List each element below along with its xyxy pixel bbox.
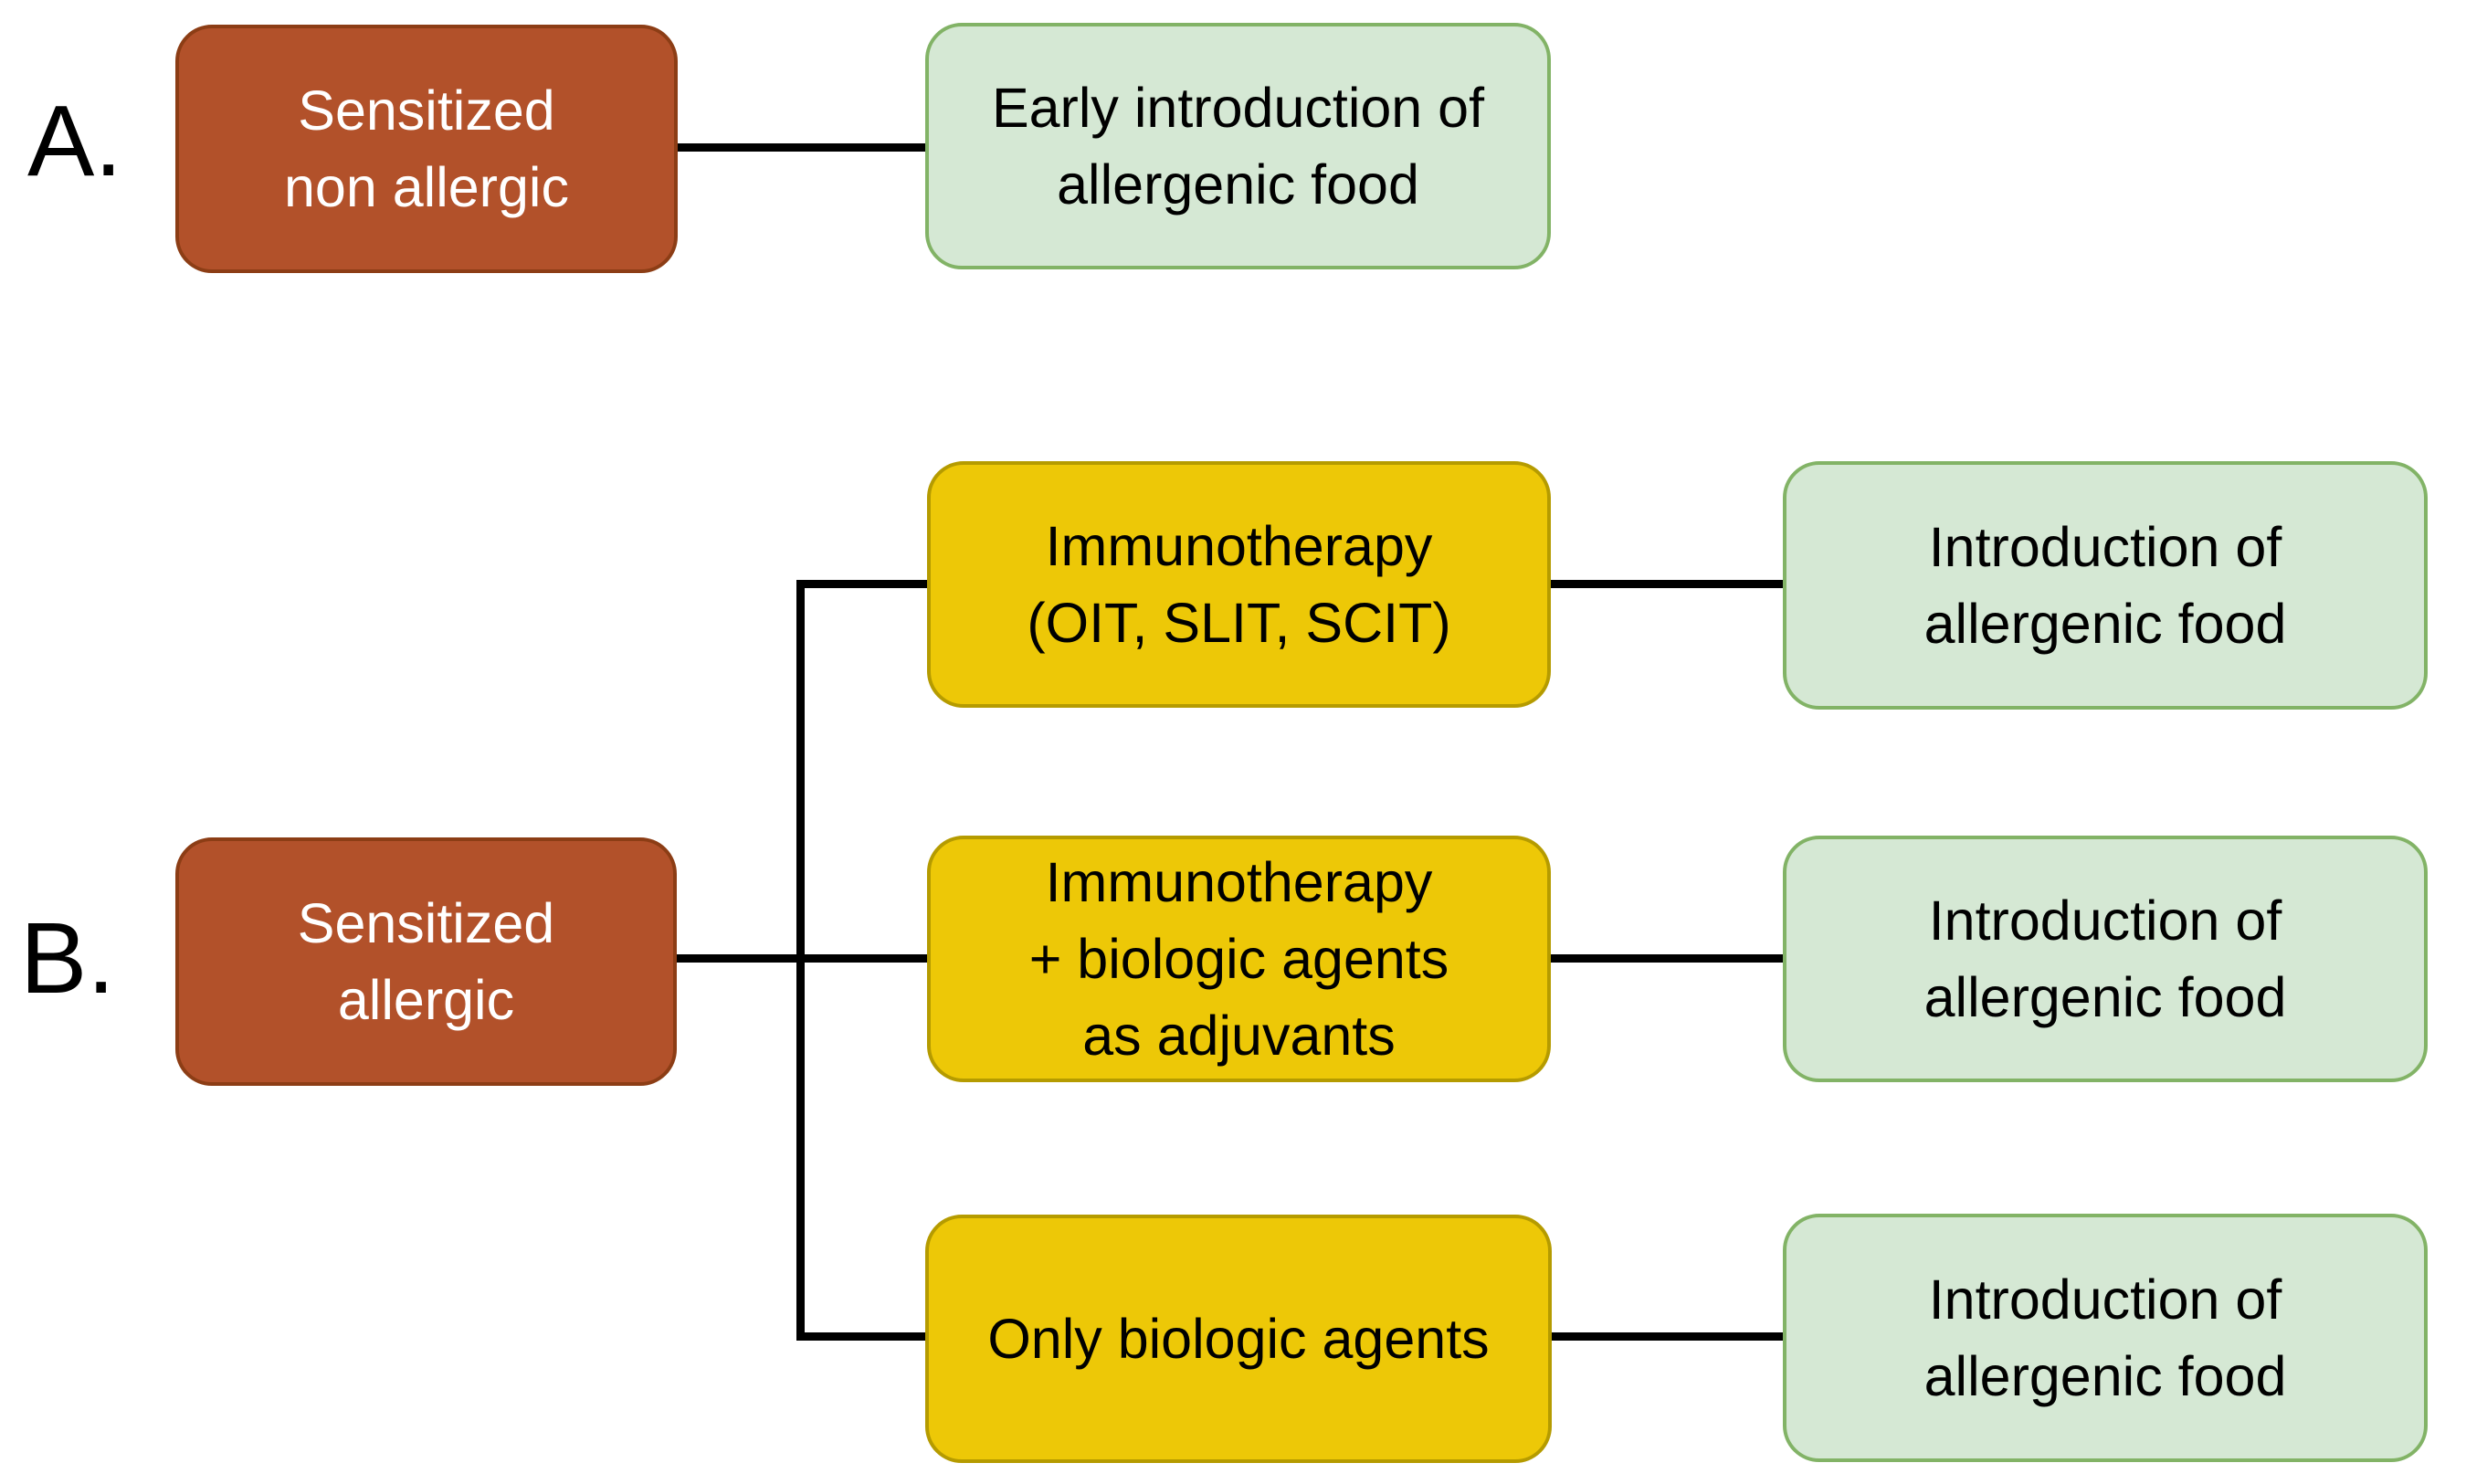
branch-vertical-line [796, 580, 805, 1341]
branch-top-connector [796, 580, 929, 588]
node-immunotherapy: Immunotherapy (OIT, SLIT, SCIT) [927, 461, 1551, 708]
node-sensitized-non-allergic: Sensitized non allergic [175, 25, 678, 273]
section-a-label: A. [27, 85, 122, 197]
section-b-label: B. [20, 902, 115, 1015]
branch-bottom-connector [796, 1332, 929, 1341]
node-introduction-row3: Introduction of allergenic food [1783, 1214, 2428, 1462]
node-introduction-row2: Introduction of allergenic food [1783, 836, 2428, 1082]
connector-row1-right [1547, 580, 1786, 588]
node-introduction-row1: Introduction of allergenic food [1783, 461, 2428, 710]
connector-row2-right [1547, 954, 1786, 963]
connector-a [674, 143, 929, 152]
node-early-introduction: Early introduction of allergenic food [925, 23, 1551, 269]
node-immunotherapy-biologic-agents: Immunotherapy + biologic agents as adjuv… [927, 836, 1551, 1082]
connector-row3-right [1549, 1332, 1786, 1341]
node-only-biologic-agents: Only biologic agents [925, 1215, 1552, 1463]
node-sensitized-allergic: Sensitized allergic [175, 837, 677, 1086]
